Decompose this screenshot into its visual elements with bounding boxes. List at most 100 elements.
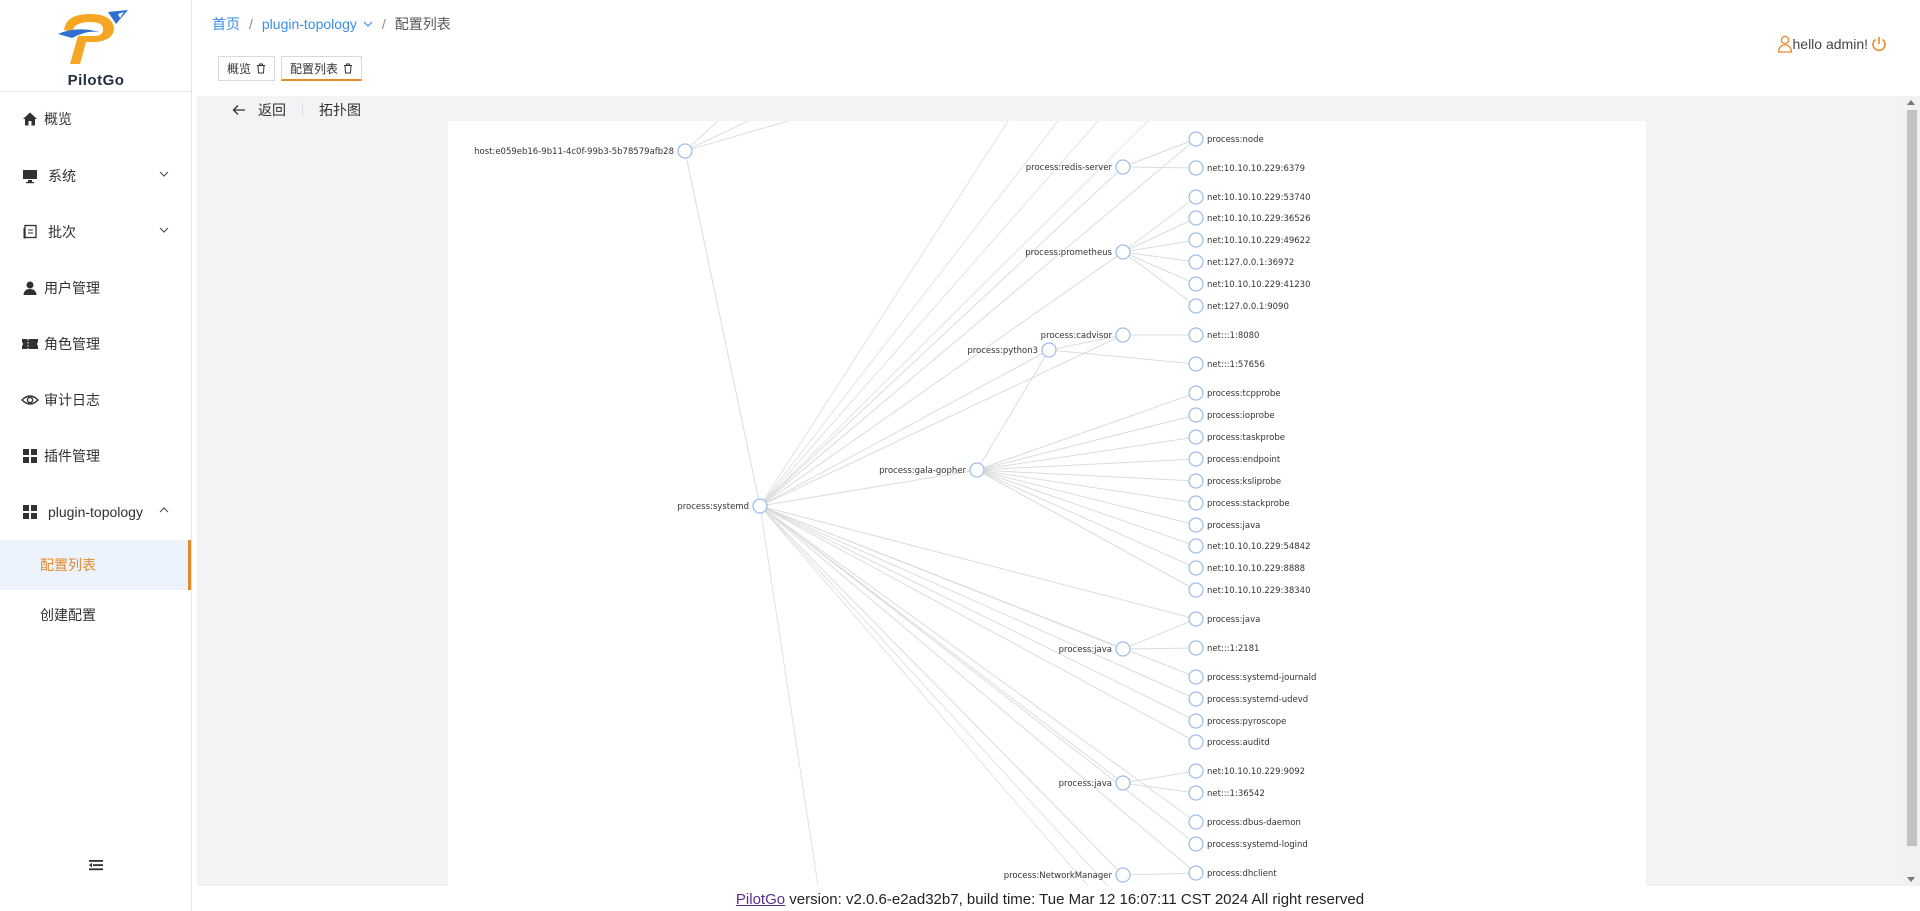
topology-node-circle[interactable]: [1115, 159, 1131, 175]
topology-node-circle[interactable]: [1188, 232, 1204, 248]
topology-node-circle[interactable]: [1188, 538, 1204, 554]
topology-node-circle[interactable]: [1115, 775, 1131, 791]
topology-node[interactable]: net:10.10.10.229:53740: [1188, 189, 1311, 205]
sidebar-item-system[interactable]: 系统: [0, 151, 191, 201]
topology-node[interactable]: net:::1:57656: [1188, 356, 1265, 372]
topology-node[interactable]: process:ioprobe: [1188, 407, 1275, 423]
topology-node-circle[interactable]: [1041, 342, 1057, 358]
topology-node-circle[interactable]: [1188, 640, 1204, 656]
topology-node-circle[interactable]: [677, 143, 693, 159]
topology-node-circle[interactable]: [1188, 785, 1204, 801]
topology-node-circle[interactable]: [1188, 298, 1204, 314]
topology-node[interactable]: process:pyroscope: [1188, 713, 1286, 729]
topology-node-circle[interactable]: [1188, 276, 1204, 292]
topology-node[interactable]: process:gala-gopher: [879, 462, 985, 478]
tag-config-list[interactable]: 配置列表: [281, 56, 363, 81]
sidebar-item-user-management[interactable]: 用户管理: [0, 263, 191, 313]
topology-node[interactable]: net:::1:8080: [1188, 327, 1259, 343]
sidebar-item-batch[interactable]: 批次: [0, 207, 191, 257]
arrow-left-icon[interactable]: [232, 104, 246, 116]
sidebar-item-audit-log[interactable]: 审计日志: [0, 375, 191, 425]
topology-node-circle[interactable]: [1188, 669, 1204, 685]
topology-node[interactable]: net:10.10.10.229:6379: [1188, 160, 1305, 176]
breadcrumb-home[interactable]: 首页: [212, 16, 240, 32]
topology-node[interactable]: process:systemd-journald: [1188, 669, 1316, 685]
tag-overview[interactable]: 概览: [218, 56, 276, 81]
topology-node[interactable]: process:auditd: [1188, 734, 1270, 750]
topology-node[interactable]: process:systemd-logind: [1188, 836, 1308, 852]
topology-node[interactable]: process:dbus-daemon: [1188, 814, 1301, 830]
topology-node-circle[interactable]: [1188, 131, 1204, 147]
topology-node-circle[interactable]: [1188, 356, 1204, 372]
topology-node[interactable]: net:10.10.10.229:8888: [1188, 560, 1305, 576]
topology-node-circle[interactable]: [1188, 473, 1204, 489]
topology-node[interactable]: net:10.10.10.229:49622: [1188, 232, 1311, 248]
logout-icon[interactable]: [1870, 35, 1888, 53]
topology-node[interactable]: process:java: [1188, 611, 1260, 627]
topology-node-circle[interactable]: [1188, 734, 1204, 750]
footer-link[interactable]: PilotGo: [735, 891, 786, 908]
topology-node-circle[interactable]: [1188, 865, 1204, 881]
topology-node-circle[interactable]: [1188, 517, 1204, 533]
topology-node[interactable]: net:::1:2181: [1188, 640, 1259, 656]
topology-node[interactable]: process:redis-server: [1026, 159, 1131, 175]
topology-node[interactable]: process:prometheus: [1025, 244, 1131, 260]
sidebar-subitem-config-list[interactable]: 配置列表: [0, 540, 191, 590]
topology-node-circle[interactable]: [1188, 327, 1204, 343]
topology-node[interactable]: process:node: [1188, 131, 1264, 147]
topology-node[interactable]: net:127.0.0.1:9090: [1188, 298, 1289, 314]
topology-node[interactable]: process:dhclient: [1188, 865, 1277, 881]
topology-node[interactable]: process:systemd: [677, 498, 768, 514]
topology-node[interactable]: process:java: [1059, 775, 1131, 791]
topology-node-circle[interactable]: [1188, 407, 1204, 423]
topology-node-circle[interactable]: [1115, 327, 1131, 343]
topology-node[interactable]: process:java: [1188, 517, 1260, 533]
topology-node-circle[interactable]: [1188, 836, 1204, 852]
scrollbar[interactable]: [1903, 96, 1920, 886]
topology-node-circle[interactable]: [1188, 160, 1204, 176]
topology-node[interactable]: net:10.10.10.229:41230: [1188, 276, 1311, 292]
topology-node[interactable]: process:endpoint: [1188, 451, 1281, 467]
sidebar-item-plugin-management[interactable]: 插件管理: [0, 431, 191, 481]
topology-node-circle[interactable]: [1115, 867, 1131, 883]
sidebar-item-plugin-topology[interactable]: plugin-topology: [0, 487, 191, 537]
topology-node-circle[interactable]: [1188, 582, 1204, 598]
topology-node[interactable]: process:ksliprobe: [1188, 473, 1281, 489]
topology-node[interactable]: process:taskprobe: [1188, 429, 1285, 445]
topology-node-circle[interactable]: [1188, 210, 1204, 226]
topology-node-circle[interactable]: [1188, 429, 1204, 445]
delete-icon[interactable]: [256, 63, 266, 74]
back-button[interactable]: 返回: [258, 102, 286, 118]
topology-node[interactable]: process:stackprobe: [1188, 495, 1290, 511]
breadcrumb-plugin[interactable]: plugin-topology: [261, 16, 357, 32]
scroll-down-icon[interactable]: [1907, 877, 1915, 882]
sidebar-item-overview[interactable]: 概览: [0, 94, 191, 144]
topology-node[interactable]: process:tcpprobe: [1188, 385, 1280, 401]
topology-node-circle[interactable]: [1188, 560, 1204, 576]
topology-node[interactable]: net:10.10.10.229:54842: [1188, 538, 1311, 554]
topology-node-circle[interactable]: [1188, 814, 1204, 830]
scroll-up-icon[interactable]: [1907, 100, 1915, 105]
topology-node[interactable]: process:java: [1059, 641, 1131, 657]
topology-graph[interactable]: host:e059eb16-9b11-4c0f-99b3-5b78579afb2…: [448, 121, 1646, 886]
topology-node[interactable]: net:10.10.10.229:9092: [1188, 763, 1305, 779]
topology-node-circle[interactable]: [969, 462, 985, 478]
topology-node-circle[interactable]: [1115, 641, 1131, 657]
user-menu[interactable]: hello admin!: [1777, 35, 1889, 53]
topology-node-circle[interactable]: [1188, 763, 1204, 779]
topology-canvas[interactable]: host:e059eb16-9b11-4c0f-99b3-5b78579afb2…: [448, 121, 1646, 886]
sidebar-item-role-management[interactable]: 角色管理: [0, 319, 191, 369]
topology-node[interactable]: net:::1:36542: [1188, 785, 1265, 801]
topology-node[interactable]: net:127.0.0.1:36972: [1188, 254, 1294, 270]
topology-node-circle[interactable]: [1188, 691, 1204, 707]
topology-node-circle[interactable]: [1188, 713, 1204, 729]
topology-node[interactable]: net:10.10.10.229:36526: [1188, 210, 1311, 226]
scroll-thumb[interactable]: [1907, 110, 1917, 846]
topology-node-circle[interactable]: [752, 498, 768, 514]
topology-node-circle[interactable]: [1188, 495, 1204, 511]
delete-icon[interactable]: [343, 63, 353, 74]
topology-node-circle[interactable]: [1188, 254, 1204, 270]
topology-node-circle[interactable]: [1188, 189, 1204, 205]
topology-node[interactable]: host:e059eb16-9b11-4c0f-99b3-5b78579afb2…: [474, 143, 693, 159]
topology-node-circle[interactable]: [1188, 451, 1204, 467]
